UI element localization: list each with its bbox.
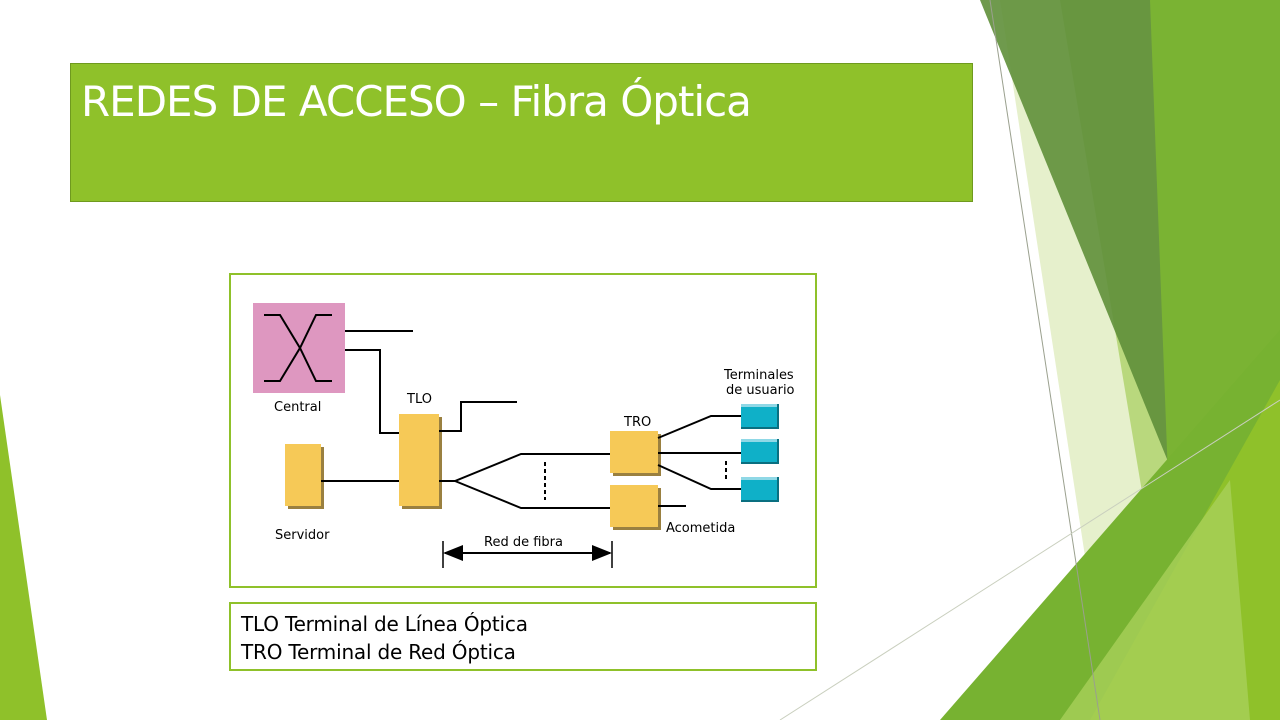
acronym-legend: TLO Terminal de Línea Óptica TRO Termina… [229, 602, 817, 671]
tlo-uplink-line [439, 401, 517, 432]
legend-tlo: TLO Terminal de Línea Óptica [241, 612, 528, 636]
central-label: Central [274, 400, 321, 415]
tro-node-icon [610, 431, 661, 476]
terminales-label-line1: Terminales [723, 368, 794, 383]
server-icon [285, 444, 324, 509]
thin-diagonal-line-2 [779, 399, 1280, 720]
red-de-fibra-label: Red de fibra [484, 535, 563, 550]
tlo-label: TLO [406, 392, 432, 407]
user-terminal-icon [741, 477, 779, 502]
terminales-label-line2: de usuario [726, 383, 795, 398]
fiber-lower-branch [454, 480, 610, 509]
slide-title: REDES DE ACCESO – Fibra Óptica [81, 77, 752, 126]
thin-diagonal-line [989, 0, 1101, 720]
left-green-sliver [0, 395, 47, 720]
legend-tro: TRO Terminal de Red Óptica [241, 640, 516, 664]
right-panel-soft-triangle [1060, 480, 1250, 720]
acometida-label: Acometida [666, 521, 735, 536]
title-bar: REDES DE ACCESO – Fibra Óptica [70, 63, 973, 202]
tro-label: TRO [623, 415, 651, 430]
user-terminal-icon [741, 439, 779, 464]
tro-node-2-icon [610, 485, 661, 530]
fiber-upper-branch [439, 453, 610, 482]
user-terminal-icon [741, 404, 779, 429]
tro-to-terminal-3-line [657, 464, 741, 490]
fiber-access-network-diagram: Central Servidor TLO TRO [253, 303, 795, 568]
central-to-tlo-line [345, 349, 399, 434]
central-switch-icon [253, 303, 345, 393]
tro-to-terminal-1-line [657, 415, 741, 439]
servidor-label: Servidor [275, 528, 330, 543]
network-diagram-frame: Central Servidor TLO TRO [229, 273, 817, 588]
tlo-node-icon [399, 414, 442, 509]
